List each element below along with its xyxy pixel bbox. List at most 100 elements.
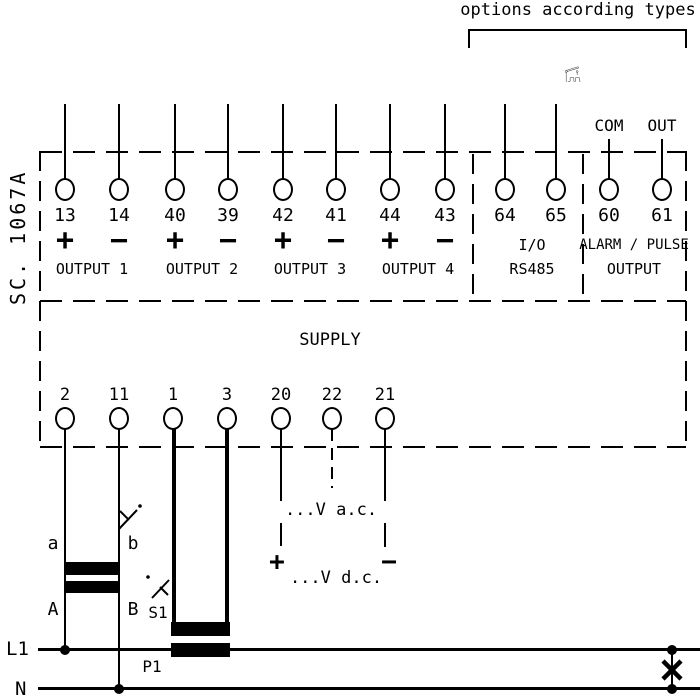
terminal-circle [273,178,293,201]
disconnect-link-icon [118,504,142,530]
device-box-divider [40,300,686,302]
wire [227,104,229,180]
dc-voltage-label: ...V d.c. [289,568,383,588]
terminal-circle [380,178,400,201]
disconnect-link-icon [146,575,170,599]
terminal-circle [322,407,342,430]
terminal-circle [165,178,185,201]
wire [608,139,610,180]
terminal-circle [109,407,129,430]
options-bracket-right-tick [685,29,687,48]
group-label-io: I/O [518,236,546,254]
polarity-sign: − [109,223,129,258]
device-box-bottom [40,446,686,448]
wire [64,104,66,180]
wire-terminal3-current [225,429,229,624]
terminal-number: 3 [221,385,233,405]
group-separator-1 [472,154,474,302]
wire-stub [384,523,386,547]
out-label: OUT [647,116,677,135]
terminal-number: 20 [270,385,292,405]
terminal-circle [217,407,237,430]
terminal-number: 2 [59,385,71,405]
options-bracket [468,29,687,31]
group-label-alarm-pulse: ALARM / PULSE [579,237,689,253]
group-label-output1: OUTPUT 1 [55,260,129,278]
vt-label-A: A [47,599,59,620]
terminal-circle [599,178,619,201]
terminal-circle [326,178,346,201]
wire-terminal1-current [172,429,176,624]
terminal-number: 61 [651,205,673,226]
terminal-circle [652,178,672,201]
ac-voltage-label: ...V a.c. [284,500,378,520]
relay-and-pulse-symbols [564,66,581,82]
terminal-circle [271,407,291,430]
options-note: options according types [460,0,696,20]
wire [118,104,120,180]
terminal-circle [163,407,183,430]
wire-terminal2 [64,429,66,651]
terminal-number: 40 [164,205,186,226]
polarity-sign: − [326,223,346,258]
relay-pivot-icon [564,70,568,73]
group-label-alarm-output: OUTPUT [606,260,662,278]
terminal-number: 11 [108,385,130,405]
terminal-circle [109,178,129,201]
polarity-sign: + [165,223,185,258]
wire [555,104,557,180]
model-label: SC. 1067A [6,169,30,305]
vt-label-a: a [47,533,59,554]
terminal-number: 39 [217,205,239,226]
terminal-number: 42 [272,205,294,226]
polarity-sign: + [55,223,75,258]
terminal-number: 14 [108,205,130,226]
terminal-circle [55,407,75,430]
wire-terminal11 [118,429,120,690]
terminal-circle [435,178,455,201]
group-label-output4: OUTPUT 4 [381,260,455,278]
wire [661,139,663,180]
terminal-circle [546,178,566,201]
x-mark-icon [661,659,683,681]
wire [504,104,506,180]
junction-dot [667,645,677,655]
dc-plus-sign: + [269,547,285,577]
terminal-number: 65 [545,205,567,226]
terminal-number: 43 [434,205,456,226]
wire-terminal22-dashed [331,429,333,488]
polarity-sign: + [380,223,400,258]
vt-winding-bar [64,562,120,575]
vt-winding-bar [64,581,120,593]
wire [174,104,176,180]
junction-dot [667,684,677,694]
n-label: N [15,678,27,700]
wire [444,104,446,180]
wire-stub [280,523,282,546]
terminal-number: 41 [325,205,347,226]
device-box-top [40,151,686,153]
terminal-circle [375,407,395,430]
device-box-left [39,151,41,447]
l1-label: L1 [6,638,29,660]
polarity-sign: − [435,223,455,258]
junction-dot [60,645,70,655]
wire-terminal20 [280,429,282,501]
vt-label-b: b [127,533,139,554]
dc-minus-sign: − [381,547,397,577]
supply-label: SUPPLY [299,330,361,350]
ct-secondary-bar [171,622,230,636]
wire [389,104,391,180]
vt-label-B: B [127,599,139,620]
options-bracket-left-tick [468,29,470,48]
pulse-wave-icon [567,77,581,82]
wire-terminal21 [384,429,386,501]
group-label-output2: OUTPUT 2 [165,260,239,278]
terminal-circle [218,178,238,201]
terminal-circle [495,178,515,201]
relay-contact-icon [576,70,579,73]
junction-dot [114,684,124,694]
terminal-number: 64 [494,205,516,226]
terminal-number: 44 [379,205,401,226]
